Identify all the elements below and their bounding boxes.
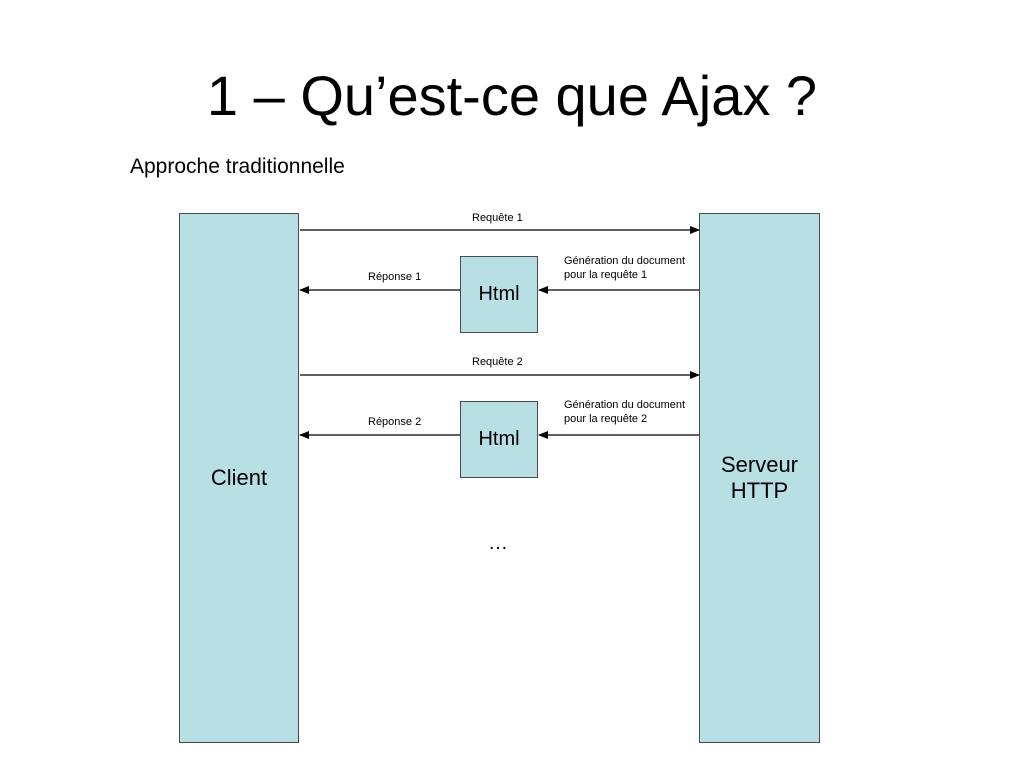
generation-1-label: Génération du document pour la requête 1 xyxy=(564,254,685,282)
response-2-label: Réponse 2 xyxy=(368,416,422,428)
generation-1-label-line2: pour la requête 1 xyxy=(564,269,648,281)
html-document-box-1: Html xyxy=(460,256,538,333)
generation-1-label-line1: Génération du document xyxy=(564,255,686,267)
server-label-line1: Serveur xyxy=(720,452,799,477)
html-document-label-2: Html xyxy=(478,428,520,450)
server-column: Serveur HTTP xyxy=(699,213,820,743)
continuation-ellipsis: … xyxy=(488,532,508,554)
html-document-box-2: Html xyxy=(460,401,538,478)
client-column: Client xyxy=(179,213,299,743)
slide-subtitle: Approche traditionnelle xyxy=(130,155,345,178)
server-label-line2: HTTP xyxy=(730,478,789,503)
client-label: Client xyxy=(210,465,268,490)
server-label: Serveur HTTP xyxy=(721,452,798,504)
request-2-label: Requête 2 xyxy=(472,356,523,368)
generation-2-label: Génération du document pour la requête 2 xyxy=(564,398,685,426)
request-1-label: Requête 1 xyxy=(472,212,523,224)
slide-title: 1 – Qu’est-ce que Ajax ? xyxy=(206,64,818,127)
response-1-label: Réponse 1 xyxy=(368,271,422,283)
generation-2-label-line2: pour la requête 2 xyxy=(564,413,648,425)
html-document-label-1: Html xyxy=(478,283,520,305)
generation-2-label-line1: Génération du document xyxy=(564,399,686,411)
